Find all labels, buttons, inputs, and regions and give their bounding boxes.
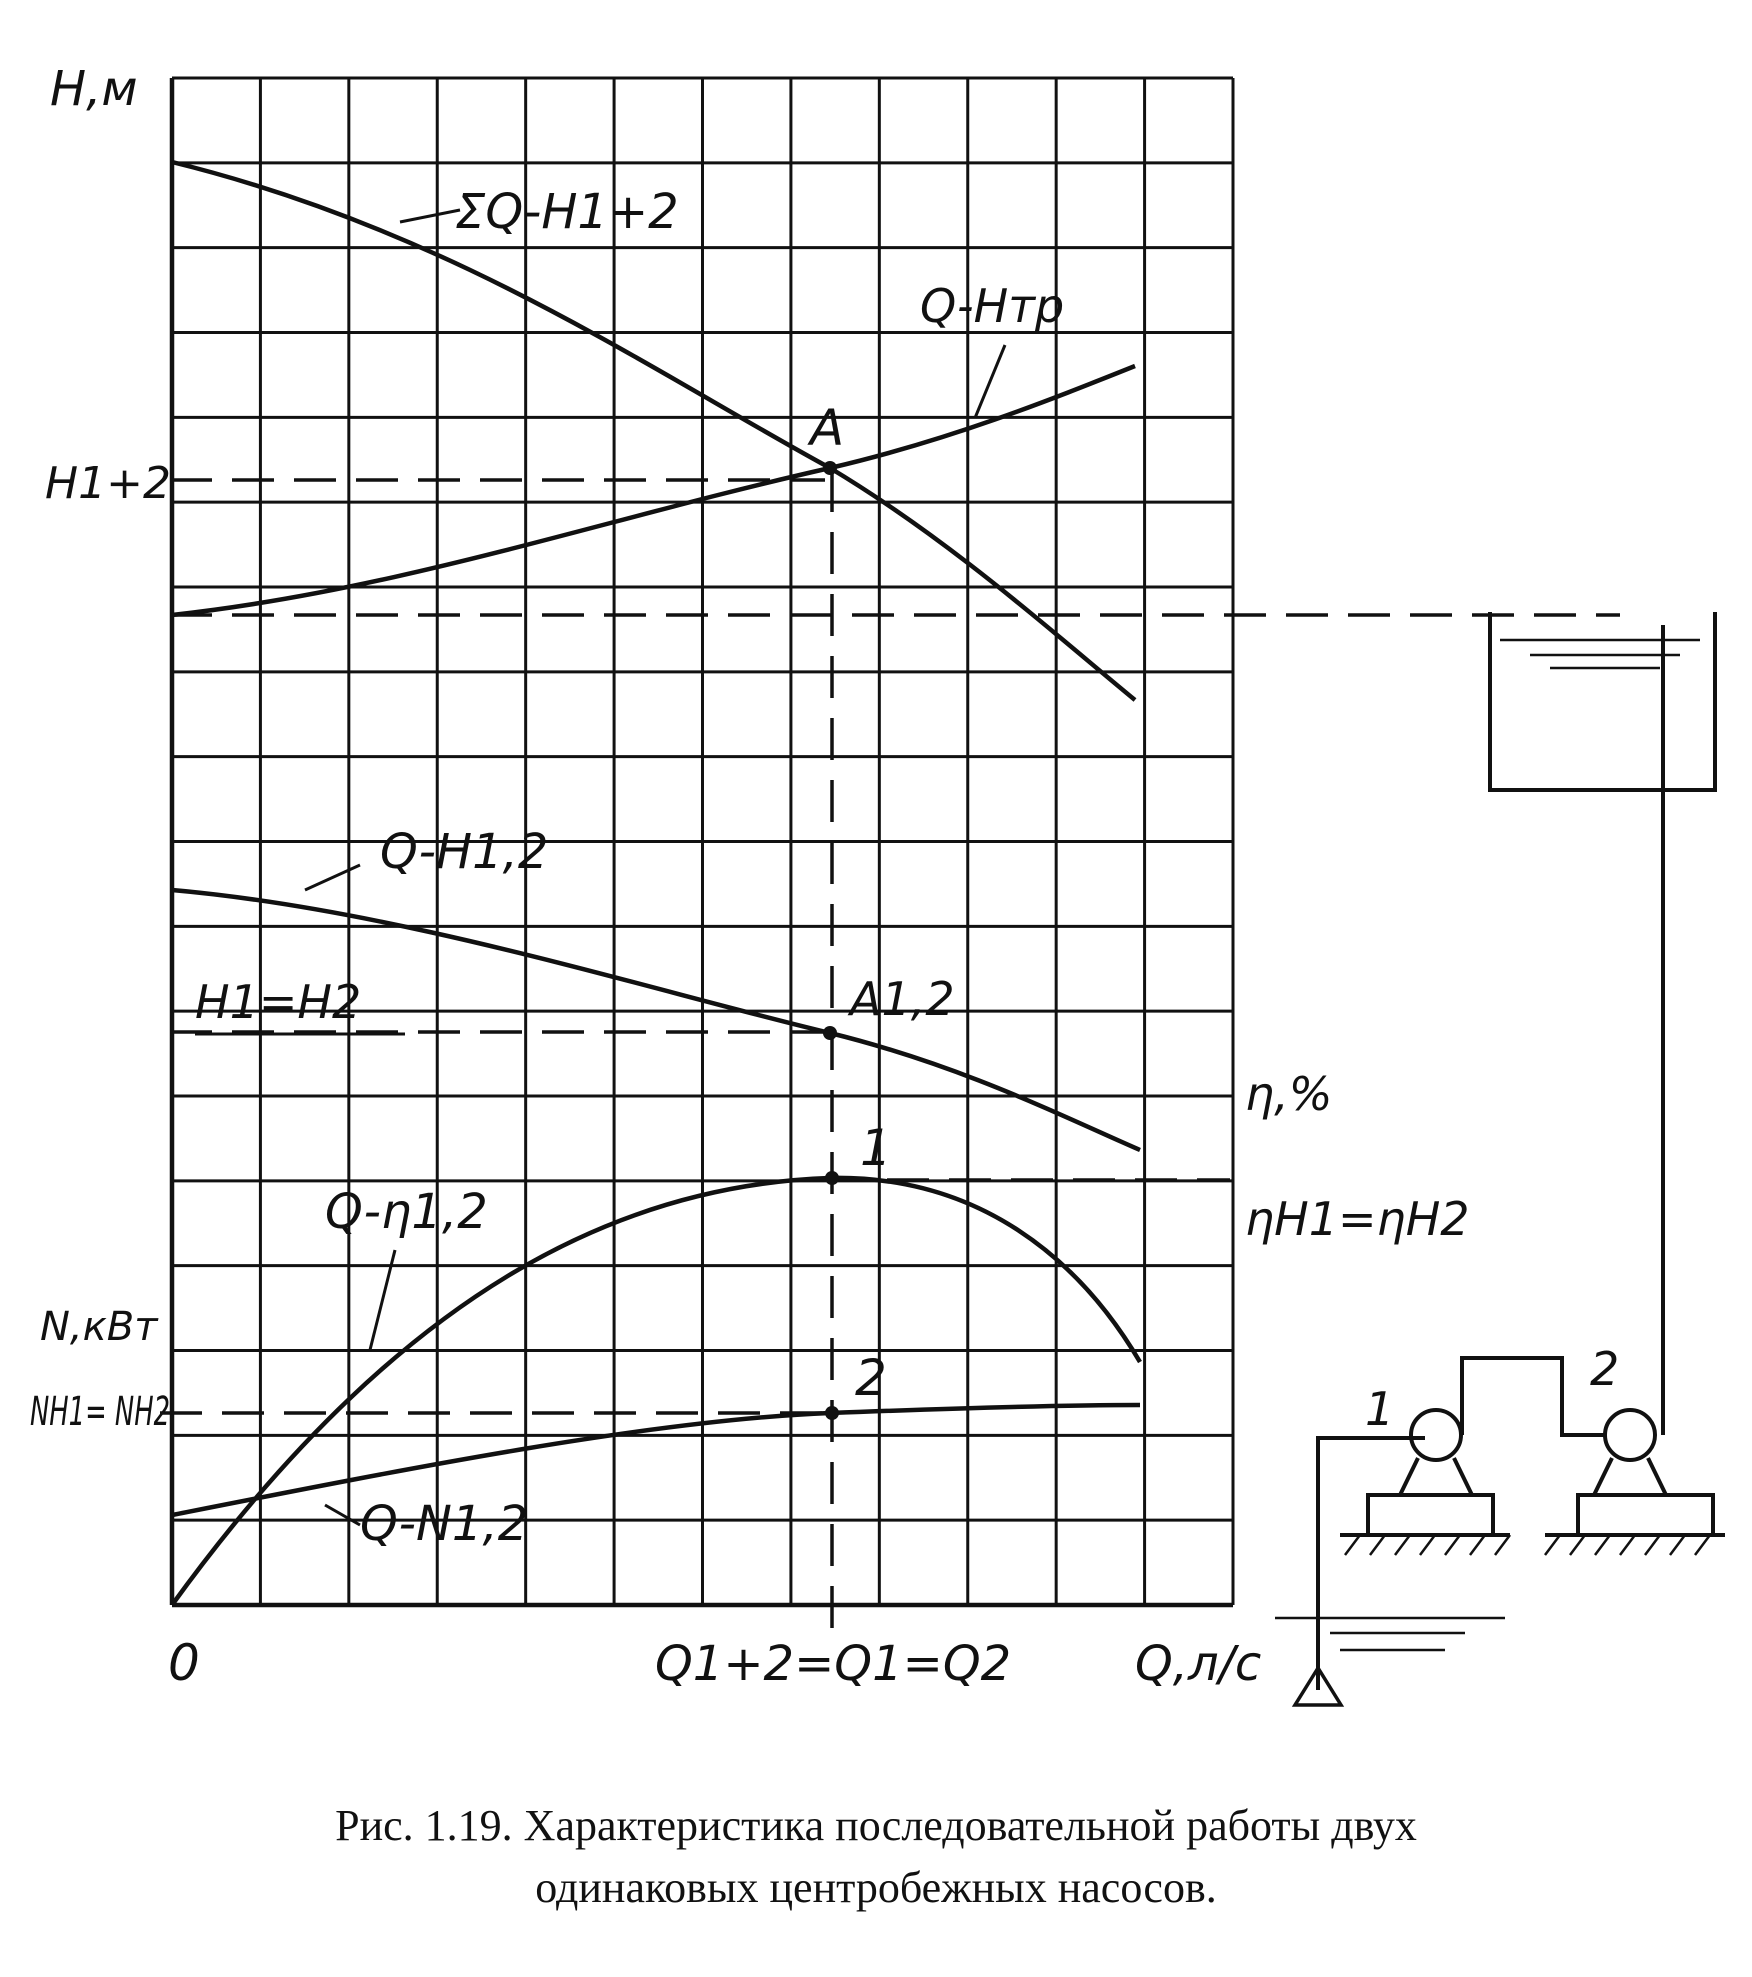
caption-line-2: одинаковых центробежных насосов. xyxy=(535,1863,1217,1912)
connecting-pipe xyxy=(1460,1356,1605,1437)
y-axis-label: H,м xyxy=(50,61,138,117)
point-a12-dot xyxy=(823,1026,837,1040)
eta-axis-label: η,% xyxy=(1245,1067,1333,1121)
caption-line-1: Рис. 1.19. Характеристика последовательн… xyxy=(335,1801,1417,1850)
q-eta-label: Q-η1,2 xyxy=(325,1184,488,1240)
h12-mark: H1+2 xyxy=(45,458,171,509)
sum-qh-curve xyxy=(171,159,1137,702)
sum-qh-label: ΣQ-H1+2 xyxy=(455,184,679,240)
x-axis-label: Q,л/с xyxy=(1135,1636,1261,1692)
q-n-label: Q-N1,2 xyxy=(360,1496,528,1552)
point-2-dot xyxy=(825,1406,839,1420)
q-n-curve xyxy=(171,1402,1141,1518)
foot-valve-icon xyxy=(1291,1664,1345,1707)
pump-1-label: 1 xyxy=(1365,1382,1394,1436)
leader-lines xyxy=(304,208,1007,1527)
pump-2-label: 2 xyxy=(1590,1342,1619,1396)
point-a12-label: A1,2 xyxy=(847,972,955,1026)
pump-1-icon xyxy=(1340,1408,1511,1556)
point-2-label: 2 xyxy=(855,1349,887,1407)
pump-2-icon xyxy=(1544,1408,1725,1556)
n-eq-mark: NH1= NH2 xyxy=(30,1389,170,1435)
q-h12-label: Q-H1,2 xyxy=(380,824,548,880)
pump-scheme xyxy=(1275,612,1725,1707)
point-1-dot xyxy=(825,1171,839,1185)
n-axis-label: N,кВт xyxy=(40,1304,159,1350)
q-h12-curve xyxy=(171,887,1141,1153)
operating-points xyxy=(823,461,839,1420)
point-a-dot xyxy=(823,461,837,475)
q-eta-curve xyxy=(170,1175,1142,1607)
figure-caption: Рис. 1.19. Характеристика последовательн… xyxy=(0,1795,1752,1919)
upper-tank-icon xyxy=(1488,612,1717,792)
characteristic-curves xyxy=(170,159,1142,1607)
origin-label: 0 xyxy=(168,1634,200,1692)
h1h2-mark: H1=H2 xyxy=(195,975,361,1029)
suction-pipe xyxy=(1316,1436,1425,1690)
chart-grid xyxy=(169,76,1235,1608)
q-eq-mark: Q1+2=Q1=Q2 xyxy=(655,1636,1011,1692)
eta-eq-mark: ηH1=ηH2 xyxy=(1245,1192,1470,1246)
point-1-label: 1 xyxy=(860,1119,892,1177)
point-a-label: A xyxy=(807,399,844,457)
q-htr-curve xyxy=(171,363,1136,618)
q-htr-label: Q-Hтр xyxy=(920,279,1064,333)
